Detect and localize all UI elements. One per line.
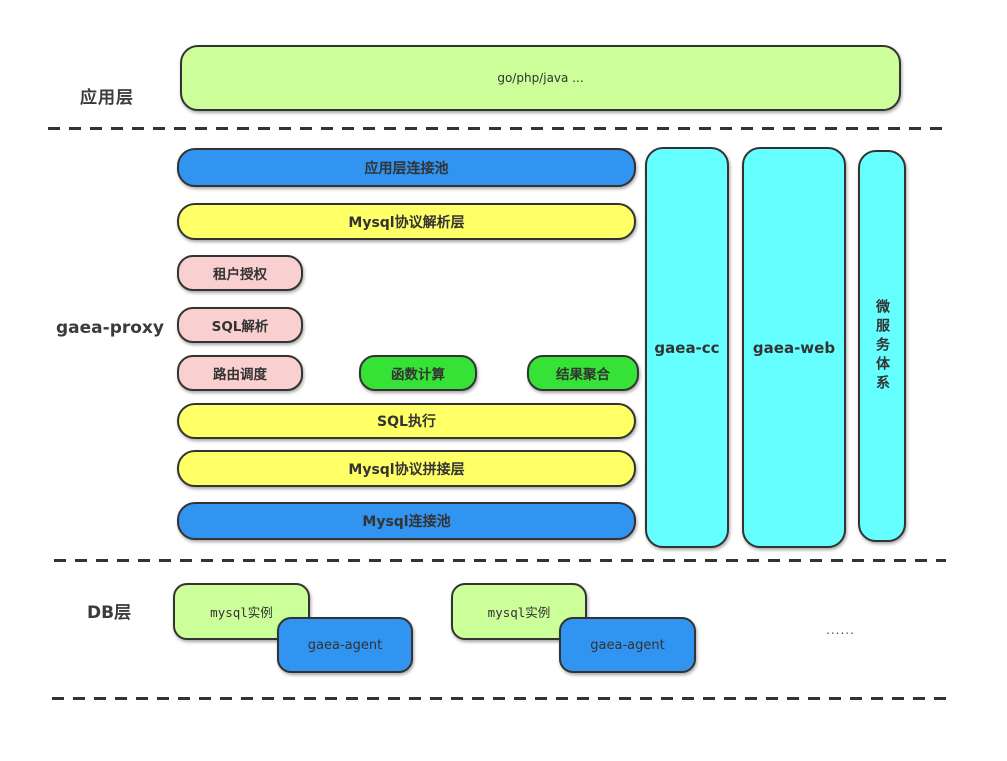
separator-line-top — [48, 127, 942, 130]
db-layer-label: DB层 — [87, 603, 132, 623]
mysql-protocol-splice-box: Mysql协议拼接层 — [177, 450, 636, 487]
result-aggregate-box: 结果聚合 — [527, 355, 639, 391]
gaea-agent-box-1: gaea-agent — [277, 617, 413, 673]
app-layer-label: 应用层 — [80, 88, 134, 108]
gaea-proxy-label: gaea-proxy — [56, 318, 164, 338]
tenant-auth-box: 租户授权 — [177, 255, 303, 291]
route-dispatch-box: 路由调度 — [177, 355, 303, 391]
microservice-system-column: 微服务体系 — [858, 150, 906, 542]
sql-parse-box: SQL解析 — [177, 307, 303, 343]
separator-line-middle — [54, 559, 946, 562]
mysql-connection-pool-box: Mysql连接池 — [177, 502, 636, 540]
sql-execute-box: SQL执行 — [177, 403, 636, 439]
mysql-protocol-parse-box: Mysql协议解析层 — [177, 203, 636, 240]
gaea-agent-box-2: gaea-agent — [559, 617, 696, 673]
mysql-instance-box-1: mysql实例 — [173, 583, 310, 640]
gaea-cc-column: gaea-cc — [645, 147, 729, 548]
app-layer-box: go/php/java ... — [180, 45, 901, 111]
separator-line-bottom — [52, 697, 952, 700]
app-connection-pool-box: 应用层连接池 — [177, 148, 636, 187]
gaea-web-column: gaea-web — [742, 147, 846, 548]
function-compute-box: 函数计算 — [359, 355, 477, 391]
db-ellipsis: ...... — [826, 623, 855, 637]
